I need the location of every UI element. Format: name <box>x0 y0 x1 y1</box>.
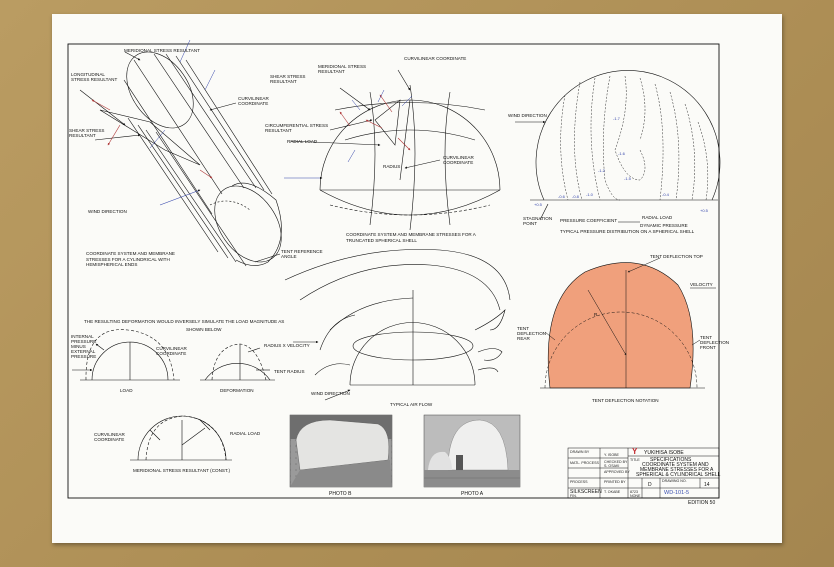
tb-scale: NONE <box>630 494 641 498</box>
tb-author: YUKIHISA ISOBE <box>644 450 684 456</box>
cylinder-diagram <box>79 39 282 267</box>
photo-b: PHOTO B <box>289 414 393 497</box>
label-tent-radius: TENT RADIUS <box>274 369 305 374</box>
tb-size: D <box>648 482 652 488</box>
caption-photo-a: PHOTO A <box>461 491 484 497</box>
airflow-diagram <box>284 249 511 401</box>
label-radius: RADIUS <box>383 164 400 169</box>
tb-title-label: TITLE <box>630 458 640 462</box>
title-block <box>567 447 720 499</box>
tb-printed-by-label: PRINTED BY <box>604 480 626 484</box>
pressure-value-10: +0.5 <box>700 208 709 213</box>
label-curvilinear-sphere: CURVILINEAR COORDINATE <box>443 155 474 166</box>
pressure-value-6: -0.8 <box>572 194 580 199</box>
tb-title-line-1: SPECIFICATIONS <box>650 457 692 463</box>
label-tent-deflection-top: TENT DEFLECTION TOP <box>650 254 703 259</box>
label-curvilinear-top: CURVILINEAR COORDINATE <box>404 56 466 61</box>
drawing-border <box>67 43 720 499</box>
tent-deflected-shape <box>547 262 694 389</box>
tb-drawing-no-label: DRAWING NO. <box>662 479 687 483</box>
label-tent-deflection-front: TENT DEFLECTION FRONT <box>700 335 730 351</box>
deflection-labels: TENT DEFLECTION TOP VELOCITY TENT DEFLEC… <box>517 254 730 403</box>
label-deformation: DEFORMATION <box>220 388 254 393</box>
tb-process-label: PROCESS <box>570 480 588 484</box>
pressure-value-7: -0.6 <box>558 194 566 199</box>
caption-cylinder: COORDINATE SYSTEM AND MEMBRANE STRESSES … <box>86 251 175 267</box>
label-load: LOAD <box>120 388 133 393</box>
label-wind-direction-cyl: WIND DIRECTION <box>88 209 127 214</box>
caption-sphere: COORDINATE SYSTEM AND MEMBRANE STRESSES … <box>346 232 476 243</box>
tb-drawing-no: WD-101-5 <box>664 490 689 496</box>
label-tent-reference-angle: TENT REFERENCE ANGLE <box>281 249 323 260</box>
pressure-value-1: -1.7 <box>613 116 621 121</box>
label-curvilinear-load: CURVILINEAR COORDINATE <box>156 346 187 357</box>
pressure-value-4: -1.2 <box>598 168 606 173</box>
caption-pressure: TYPICAL PRESSURE DISTRIBUTION ON A SPHER… <box>560 229 695 234</box>
tb-code: 8723 <box>630 490 638 494</box>
label-radial-load-sphere: RADIAL LOAD <box>287 139 318 144</box>
tb-checked-by-label: CHECKED BY <box>604 460 628 464</box>
meridional-labels: CURVILINEAR COORDINATE RADIAL LOAD MERID… <box>94 431 261 473</box>
tb-title-line-2: COORDINATE SYSTEM AND <box>642 462 709 468</box>
label-curvilinear-meridional: CURVILINEAR COORDINATE <box>94 432 125 443</box>
meridional-diagram <box>130 415 232 461</box>
tb-checked-by: S. OSAKI <box>604 464 619 468</box>
label-curvilinear-cyl: CURVILINEAR COORDINATE <box>238 96 269 107</box>
pressure-value-3: -1.5 <box>624 176 632 181</box>
tb-printed-by: T. OKABE <box>604 490 621 494</box>
note-deformation-line2: SHOWN BELOW <box>186 327 222 332</box>
load-deformation-labels: THE RESULTING DEFORMATION WOULD INVERSEL… <box>71 319 310 393</box>
tb-process: SILKSCREEN <box>570 489 602 495</box>
caption-meridional: MERIDIONAL STRESS RESULTANT (CONST.) <box>133 468 231 473</box>
label-internal-pressure: INTERNAL PRESSURE MINUS EXTERNAL PRESSUR… <box>71 334 97 360</box>
label-wind-direction-pressure: WIND DIRECTION <box>508 113 547 118</box>
pressure-value-9: +0.5 <box>534 202 543 207</box>
note-deformation-line1: THE RESULTING DEFORMATION WOULD INVERSEL… <box>84 319 284 324</box>
sphere-diagram <box>284 69 501 231</box>
label-stagnation-point: STAGNATION POINT <box>523 216 553 227</box>
photo-a: PHOTO A <box>423 414 521 497</box>
deflection-diagram <box>540 257 716 389</box>
label-radial-load-fraction: RADIAL LOAD <box>642 215 673 220</box>
tb-approved-by-label: APPROVED BY <box>604 470 630 474</box>
label-shear-stress-left: SHEAR STRESS RESULTANT <box>69 128 105 139</box>
label-meridional-sphere: MERIDIONAL STRESS RESULTANT <box>318 64 367 75</box>
label-dynamic-pressure: DYNAMIC PRESSURE <box>640 223 688 228</box>
label-pressure-coefficient: PRESSURE COEFFICIENT <box>560 218 617 223</box>
tb-title-line-4: SPHERICAL & CYLINDRICAL SHELL <box>636 472 721 478</box>
label-radial-load-meridional: RADIAL LOAD <box>230 431 261 436</box>
label-airflow-wind: WIND DIRECTION <box>311 391 350 396</box>
label-velocity: VELOCITY <box>690 282 713 287</box>
pressure-diagram <box>515 70 721 223</box>
tb-matl-label: MATL. PROCESS <box>570 461 599 465</box>
tb-edition: EDITION 50 <box>688 500 715 506</box>
tb-drawn-by-label: DRAWN BY <box>570 450 590 454</box>
label-circumferential-stress: CIRCUMFERENTIAL STRESS RESULTANT <box>265 123 329 134</box>
label-tent-deflection-rear: TENT DEFLECTION REAR <box>517 326 547 342</box>
sphere-labels: CURVILINEAR COORDINATE SHEAR STRESS RESU… <box>265 56 476 243</box>
pressure-labels: WIND DIRECTION -1.7 -1.6 -1.5 -1.2 -1.0 … <box>508 113 709 234</box>
tb-drawn-by: Y. ISOBE <box>604 453 620 457</box>
label-tent-r: R <box>594 312 598 317</box>
label-longitudinal-stress: LONGITUDINAL STRESS RESULTANT <box>71 72 118 83</box>
tb-rev: 14 <box>704 482 710 488</box>
label-radius-x-velocity: RADIUS X VELOCITY <box>264 343 310 348</box>
load-deformation-diagrams <box>72 329 275 381</box>
cylinder-labels: MERIDIONAL STRESS RESULTANT LONGITUDINAL… <box>69 48 323 267</box>
pressure-value-8: -0.4 <box>662 192 670 197</box>
tb-title-line-3: MEMBRANE STRESSES FOR A <box>640 467 714 473</box>
pressure-value-2: -1.6 <box>618 151 626 156</box>
tb-fin-label: FIN. <box>570 494 577 498</box>
logo-y-icon: Y <box>632 447 638 456</box>
caption-airflow: TYPICAL AIR FLOW <box>390 402 433 407</box>
airflow-labels: WIND DIRECTION TYPICAL AIR FLOW <box>311 391 433 407</box>
label-shear-stress-sphere: SHEAR STRESS RESULTANT <box>270 74 306 85</box>
pressure-value-5: -1.0 <box>586 192 594 197</box>
caption-deflection: TENT DEFLECTION NOTATION <box>592 398 659 403</box>
caption-photo-b: PHOTO B <box>329 491 352 497</box>
title-block-text: DRAWN BY Y. ISOBE MATL. PROCESS CHECKED … <box>570 447 721 506</box>
label-meridional-stress: MERIDIONAL STRESS RESULTANT <box>124 48 200 53</box>
